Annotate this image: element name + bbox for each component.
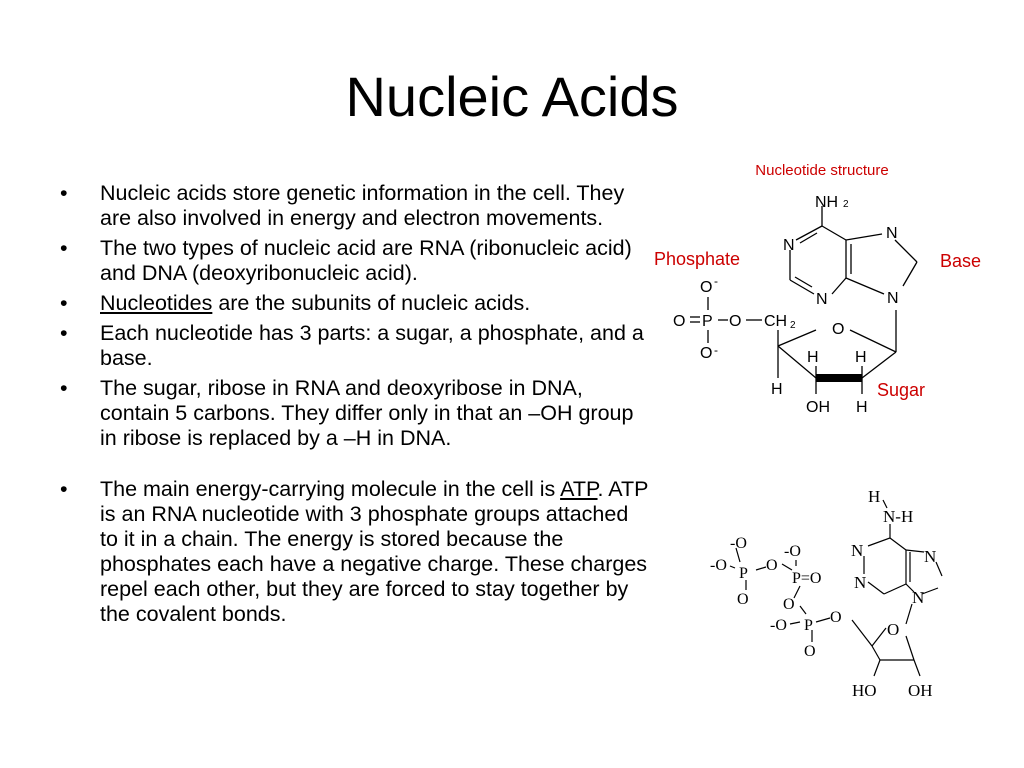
atom-label: OH	[806, 399, 830, 416]
atom-label: H	[771, 381, 783, 398]
nucleotides-term: Nucleotides	[100, 291, 213, 315]
phosphate-bonds	[690, 297, 762, 343]
ribose-bold-bond	[816, 374, 862, 382]
nucleotide-structure-diagram: Nucleotide structure Phosphate Base Suga…	[654, 162, 981, 416]
bullet-text: . ATP is an RNA nucleotide with 3 phosph…	[100, 477, 649, 626]
slide-title: Nucleic Acids	[345, 65, 679, 128]
atom-label: O	[737, 591, 749, 608]
bullet-icon: •	[60, 291, 68, 315]
atom-label: P	[804, 617, 813, 634]
bullet-text: The main energy-carrying molecule in the…	[100, 477, 561, 501]
atp-atoms: H N-H N N N N O HO OH -O -O P O O -O P=O…	[710, 487, 936, 700]
atom-label: OH	[908, 681, 933, 700]
bullet-text: are the subunits of nucleic acids.	[212, 291, 531, 315]
atp-bonds	[729, 499, 943, 677]
atom-label: O	[729, 313, 741, 330]
bullet-list: • Nucleic acids store genetic informatio…	[58, 181, 650, 632]
phosphate-label: Phosphate	[654, 249, 740, 269]
atom-label: O	[804, 643, 816, 660]
atom-label: O	[700, 345, 712, 362]
adenine-bonds	[789, 206, 918, 295]
bullet-text: Each nucleotide has 3 parts: a sugar, a …	[100, 321, 644, 370]
atom-label: 2	[843, 199, 849, 210]
atom-label: N	[886, 225, 898, 242]
atom-label: N	[887, 290, 899, 307]
atom-label: P	[702, 313, 713, 330]
atom-label: -O	[730, 535, 747, 552]
atom-label: O	[832, 321, 844, 338]
bullet-icon: •	[60, 477, 68, 501]
atom-label: 2	[790, 320, 796, 331]
bullet-text: Nucleic acids store genetic information …	[100, 181, 625, 230]
atom-label: -	[714, 274, 718, 288]
bullet-item: • Each nucleotide has 3 parts: a sugar, …	[58, 321, 650, 371]
atom-label: -O	[770, 617, 787, 634]
bullet-item: • The two types of nucleic acid are RNA …	[58, 236, 650, 286]
atom-label: O	[830, 609, 842, 626]
atom-label: NH	[815, 194, 838, 211]
atom-label: N	[851, 541, 863, 560]
atom-label: N-H	[883, 507, 913, 526]
bullet-icon: •	[60, 236, 68, 260]
atom-label: CH	[764, 313, 787, 330]
atom-label: -O	[710, 557, 727, 574]
bullet-item: • Nucleic acids store genetic informatio…	[58, 181, 650, 231]
atom-label: HO	[852, 681, 877, 700]
atom-label: O	[700, 279, 712, 296]
atom-label: H	[807, 349, 819, 366]
atom-label: N	[924, 547, 936, 566]
bullet-text: The two types of nucleic acid are RNA (r…	[100, 236, 632, 285]
nucleotide-caption: Nucleotide structure	[755, 162, 888, 179]
atom-label: N	[912, 588, 924, 607]
atom-label: H	[868, 487, 880, 506]
bullet-icon: •	[60, 321, 68, 345]
atom-label: P	[739, 565, 748, 582]
atom-label: O	[783, 596, 795, 613]
bullet-item: • The main energy-carrying molecule in t…	[58, 477, 650, 627]
bullet-icon: •	[60, 181, 68, 205]
bullet-item: • The sugar, ribose in RNA and deoxyribo…	[58, 376, 650, 451]
atom-label: H	[856, 399, 868, 416]
atp-structure-diagram: H N-H N N N N O HO OH -O -O P O O -O P=O…	[710, 487, 943, 700]
base-label: Base	[940, 251, 981, 271]
bullet-text: The sugar, ribose in RNA and deoxyribose…	[100, 376, 634, 450]
atom-label: N	[816, 291, 828, 308]
atom-label: -	[714, 343, 718, 357]
bullet-icon: •	[60, 376, 68, 400]
atp-term: ATP	[560, 477, 598, 501]
sugar-label: Sugar	[877, 380, 925, 400]
atom-label: O	[887, 620, 899, 639]
atom-label: N	[854, 573, 866, 592]
atom-label: P=O	[792, 570, 821, 587]
atom-label: O	[766, 557, 778, 574]
atom-label: -O	[784, 543, 801, 560]
atom-label: H	[855, 349, 867, 366]
bullet-item: • Nucleotides are the subunits of nuclei…	[58, 291, 650, 316]
atom-label: N	[783, 237, 795, 254]
atom-label: O	[673, 313, 685, 330]
